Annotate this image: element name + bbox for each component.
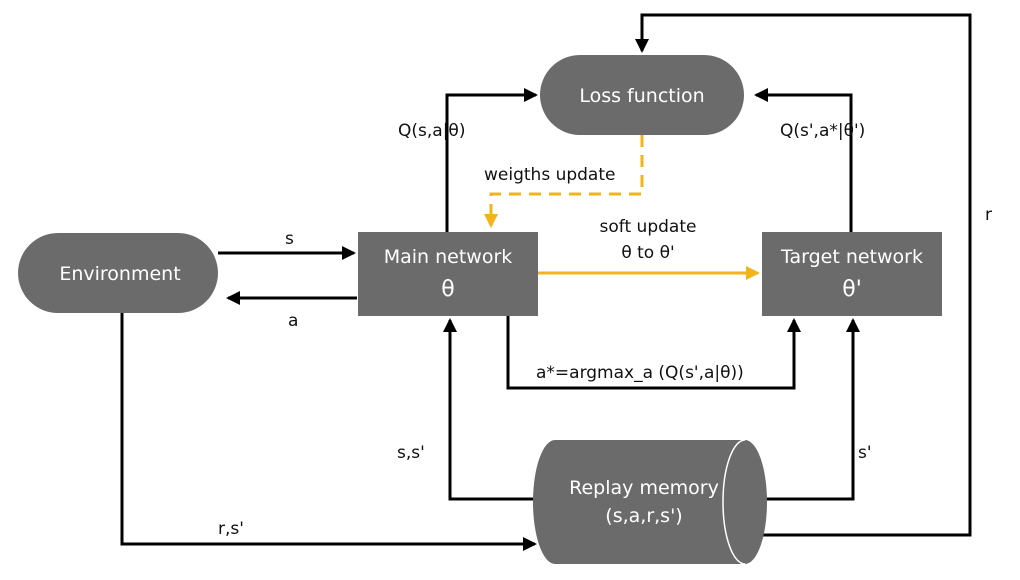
replay-memory-tuple: (s,a,r,s') [605,505,682,527]
label-s: s [285,229,294,249]
loss-function-node: Loss function [540,55,744,135]
label-r: r [985,205,992,225]
main-network-node: Main network θ [358,232,538,316]
environment-label: Environment [59,263,180,285]
edge-env-to-replay [120,313,537,551]
label-s-prime: s' [858,443,872,463]
label-soft-update: soft update [600,217,697,237]
main-network-label: Main network [384,246,513,268]
target-network-node: Target network θ' [762,232,942,316]
label-soft-update-theta: θ to θ' [621,243,674,263]
edge-argmax [506,316,801,390]
label-weights-update: weigths update [484,165,615,185]
label-q-main: Q(s,a|θ) [398,121,465,141]
main-network-param: θ [441,277,454,302]
edge-weights-update [484,135,644,228]
target-network-param: θ' [842,277,862,302]
label-a: a [288,311,298,331]
replay-memory-node: Replay memory (s,a,r,s') [533,439,767,565]
environment-node: Environment [18,233,218,313]
label-r-s-prime: r,s' [218,519,244,539]
label-argmax: a*=argmax_a (Q(s',a|θ)) [536,363,744,383]
edge-target-to-loss [754,88,853,232]
edge-replay-to-loss-r [635,13,972,537]
edge-replay-to-main [443,318,548,501]
replay-memory-label: Replay memory [569,477,719,499]
label-q-target: Q(s',a*|θ') [780,121,865,141]
loss-function-label: Loss function [579,85,704,107]
edge-main-to-loss [445,88,538,232]
label-s-s-prime: s,s' [397,443,425,463]
edge-replay-to-target [758,318,860,501]
target-network-label: Target network [780,246,923,268]
